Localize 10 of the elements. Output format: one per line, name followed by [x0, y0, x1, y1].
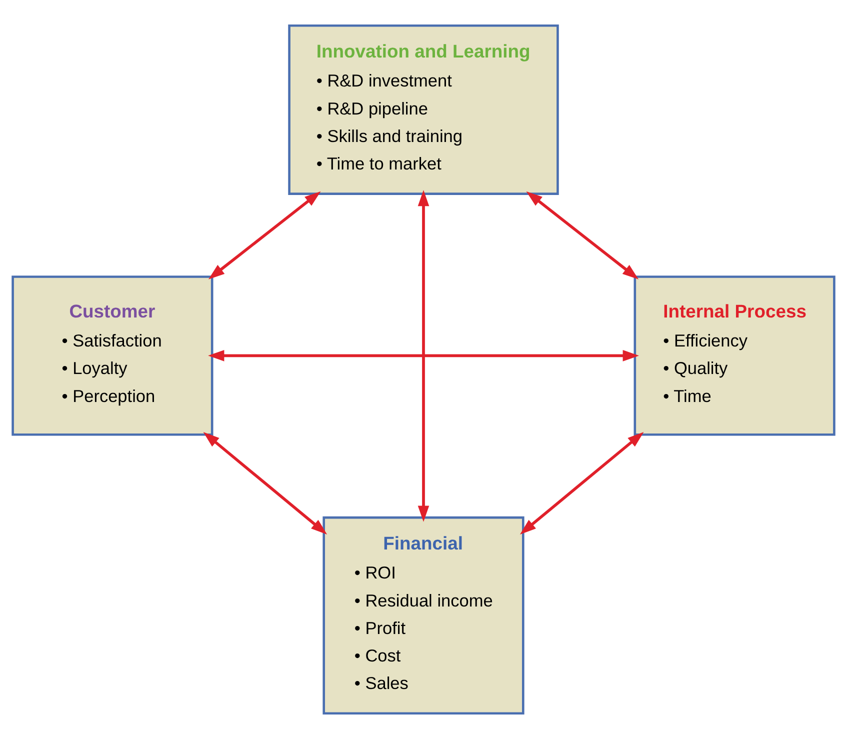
arrow	[520, 432, 644, 534]
node-box: Customer • Satisfaction • Loyalty • Perception	[12, 275, 214, 436]
arrow	[203, 432, 328, 534]
arrow	[418, 190, 430, 522]
node-box: Financial • ROI • Residual income • Profit • Cost • Sales	[322, 516, 524, 714]
node-box: Innovation and Learning • R&D investment • R&D pipeline • Skills and training • Time to market	[288, 24, 559, 194]
arrow	[208, 350, 639, 361]
arrow	[526, 190, 639, 279]
node-box: Internal Process • Efficiency • Quality • Time	[634, 275, 836, 436]
arrow	[208, 190, 321, 279]
